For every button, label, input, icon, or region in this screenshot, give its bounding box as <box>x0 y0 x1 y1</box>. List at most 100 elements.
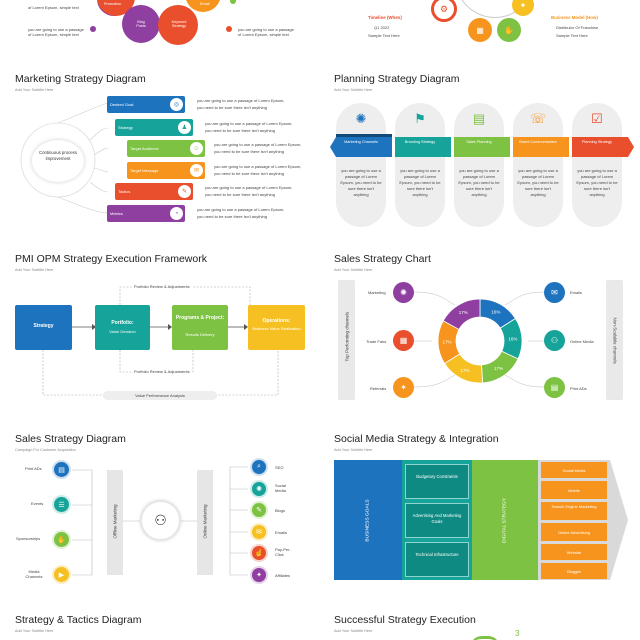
circle-red-bottom <box>158 5 198 45</box>
business-goals-block <box>334 460 402 580</box>
circle-orange <box>185 0 221 12</box>
print-ads-channel-label: Print ADs <box>570 386 587 391</box>
donut-label-marketing: 17% <box>459 310 468 315</box>
planning-card-2-label: Sales Planning <box>466 140 492 144</box>
right-item-5 <box>541 563 607 579</box>
marketing-lorem-1a: you are going to use a passage of Lorem … <box>197 98 285 103</box>
emails-diagram-icon: ✉ <box>250 523 268 541</box>
right-item-4-label: Website <box>566 550 582 555</box>
right-item-5-label: Blogger <box>567 569 581 574</box>
strategy-tactics-subtitle: Add Your Subtitle Here <box>15 629 54 633</box>
online-bar-label: Online Marketing <box>202 504 208 539</box>
marketing-center-circle <box>32 140 84 182</box>
top-left-lorem-3: you are going to use a passage <box>238 27 294 32</box>
events-label: Events <box>31 501 44 506</box>
pmi-title: PMI OPM Strategy Execution Framework <box>15 253 207 265</box>
marketing-channel-label: Marketing <box>368 290 386 295</box>
pmi-box-programs-body: Results Delivery <box>185 332 215 337</box>
center-ring <box>140 500 181 541</box>
keyword-strategy-label: Keyword Strategy <box>171 20 187 28</box>
sponsorships-icon: ✋ <box>52 530 71 549</box>
sales-donut-chart: 16%16%17%17%17%17% <box>437 298 523 384</box>
pmi-box-portfolio-head: Portfolio: <box>111 320 134 326</box>
middle-box-2 <box>405 542 469 577</box>
planning-card-1 <box>395 103 445 227</box>
planning-ribbon <box>330 134 634 157</box>
seo-label: SEO <box>275 465 284 470</box>
business-goals-label: BUSINESS GOALS <box>365 499 371 542</box>
planning-title: Planning Strategy Diagram <box>334 73 460 85</box>
pay-per-click-icon: ☝ <box>250 544 268 562</box>
bar-target-message-label: Target Message <box>130 168 159 173</box>
pmi-box-portfolio <box>95 305 150 350</box>
rocket-icon: ⚑ <box>414 111 426 126</box>
business-title: Business Model (How) <box>551 15 598 20</box>
planning-card-2-text: you are going to use a passage of Lorem … <box>458 168 500 197</box>
print-ads-diagram-label: Print ADs <box>25 466 42 471</box>
right-item-3-label: Online Advertising <box>557 530 591 535</box>
donut-label-print-ads: 17% <box>494 366 503 371</box>
affiliates-icon: ✦ <box>250 566 268 584</box>
right-item-2 <box>541 502 607 520</box>
top-left-lorem-4: of Lorem Epsom, simple text <box>238 32 289 37</box>
right-item-3 <box>541 523 607 541</box>
planning-subtitle: Add Your Subtitle Here <box>334 88 373 92</box>
sales-diagram-lines <box>72 466 248 576</box>
pmi-box-operations-body: Business Value Realization <box>252 326 301 331</box>
sales-chart-subtitle: Add Your Subtitle Here <box>334 268 373 272</box>
online-media-label: Online Media <box>570 339 594 344</box>
top-left-lorem-2: of Lorem Epsom, simple text <box>28 32 79 37</box>
print-ads-icon: ▤ <box>544 377 565 398</box>
handshake-icon: ✋ <box>497 18 521 42</box>
strategy-tactics-title: Strategy & Tactics Diagram <box>15 614 142 626</box>
media-channels-label: Media Channels <box>25 569 43 580</box>
bar-tactics <box>115 183 193 200</box>
trade-fairs-icon: ▦ <box>393 330 414 351</box>
audience-icon: ☺ <box>188 140 205 157</box>
emails-icon: ✉ <box>544 282 565 303</box>
print-ads-diagram-icon: ▤ <box>52 460 71 479</box>
middle-box-1-label: Advertising And Marketing Goals <box>412 513 462 524</box>
email-label: Email <box>200 2 210 6</box>
social-subtitle: Add Your Subtitle Here <box>334 448 373 452</box>
circle-purple-bottom <box>122 5 160 43</box>
network-icon: ✺ <box>355 111 367 126</box>
donut-label-referrals: 17% <box>461 368 470 373</box>
marketing-lorem-4a: you are going to use a passage of Lorem … <box>214 164 302 169</box>
pmi-box-operations <box>248 305 305 350</box>
donut-label-trade-fairs: 17% <box>443 340 452 345</box>
planning-card-2 <box>454 103 504 227</box>
marketing-lorem-2b: you need to be sure there isn't anything <box>205 128 275 133</box>
right-item-4 <box>541 544 607 560</box>
trade-fairs-label: Trade Fairs <box>366 339 387 344</box>
pmi-box-programs-head: Programs & Project: <box>175 315 225 321</box>
marketing-subtitle: Add Your Subtitle Here <box>15 88 54 92</box>
tactics-icon: ✎ <box>176 183 193 200</box>
media-channels-icon: ▶ <box>52 565 71 584</box>
marketing-lorem-6b: you need to be sure there isn't anything <box>197 214 267 219</box>
social-title: Social Media Strategy & Integration <box>334 433 499 445</box>
middle-box-0-label: Budgetary Constraints <box>416 474 458 479</box>
offline-bar-label: Offline Marketing <box>112 504 118 539</box>
bar-metrics <box>107 205 185 222</box>
planning-card-0 <box>336 103 386 227</box>
social-media-icon: ✺ <box>250 480 268 498</box>
right-item-2-label: Search Engine Marketing <box>551 504 597 509</box>
emails-diagram-label: Emails <box>275 530 288 535</box>
dot-purple <box>90 26 96 32</box>
donut-slice-marketing <box>442 298 481 330</box>
marketing-lorem-5a: you are going to use a passage of Lorem … <box>205 185 293 190</box>
pay-per-click-label: Pay-Per-Click <box>275 547 291 558</box>
referrals-icon: ✦ <box>393 377 414 398</box>
marketing-lorem-3b: you need to be sure there isn't anything <box>214 149 284 154</box>
middle-box-2-label: Technical Infrastructure <box>415 552 459 557</box>
timeline-title: Timeline (When) <box>368 15 402 20</box>
pmi-subtitle: Add Your Subtitle Here <box>15 268 54 272</box>
planning-card-0-text: you are going to use a passage of Lorem … <box>340 168 382 197</box>
bottom-digit-fragment: 3 <box>515 629 520 638</box>
left-vertical-bar <box>338 280 355 400</box>
chart-icon: ▤ <box>472 111 486 126</box>
pmi-connectors <box>42 286 279 396</box>
middle-box-1 <box>405 503 469 538</box>
promotion-label: Promotion <box>104 2 122 6</box>
